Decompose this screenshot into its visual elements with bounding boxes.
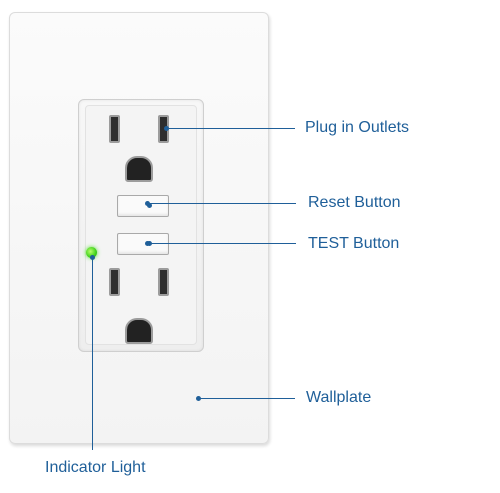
indicator-light xyxy=(86,247,97,258)
label-indicator-light: Indicator Light xyxy=(45,459,146,476)
test-button-leader xyxy=(148,243,296,244)
reset-button-leader xyxy=(148,203,296,204)
top-outlet-neutral-slot xyxy=(109,115,120,143)
plug-in-outlets-leader xyxy=(167,128,295,129)
test-button-pin xyxy=(145,241,150,246)
plug-in-outlets-pin xyxy=(164,126,169,131)
bottom-outlet-ground-hole xyxy=(125,318,153,344)
test-button[interactable] xyxy=(117,233,169,255)
top-outlet-ground-hole xyxy=(125,156,153,182)
label-reset-button: Reset Button xyxy=(308,194,401,211)
label-test-button: TEST Button xyxy=(308,235,400,252)
reset-button[interactable] xyxy=(117,195,169,217)
receptacle-face xyxy=(85,105,197,345)
bottom-outlet-hot-slot xyxy=(158,268,169,296)
wallplate-pin xyxy=(196,396,201,401)
label-plug-in-outlets: Plug in Outlets xyxy=(305,119,410,136)
bottom-outlet-neutral-slot xyxy=(109,268,120,296)
wallplate-leader xyxy=(199,398,295,399)
reset-button-pin xyxy=(145,201,150,206)
indicator-light-leader xyxy=(92,258,93,450)
reset-button-marker xyxy=(147,203,152,208)
label-wallplate: Wallplate xyxy=(306,389,372,406)
indicator-light-pin xyxy=(90,255,95,260)
